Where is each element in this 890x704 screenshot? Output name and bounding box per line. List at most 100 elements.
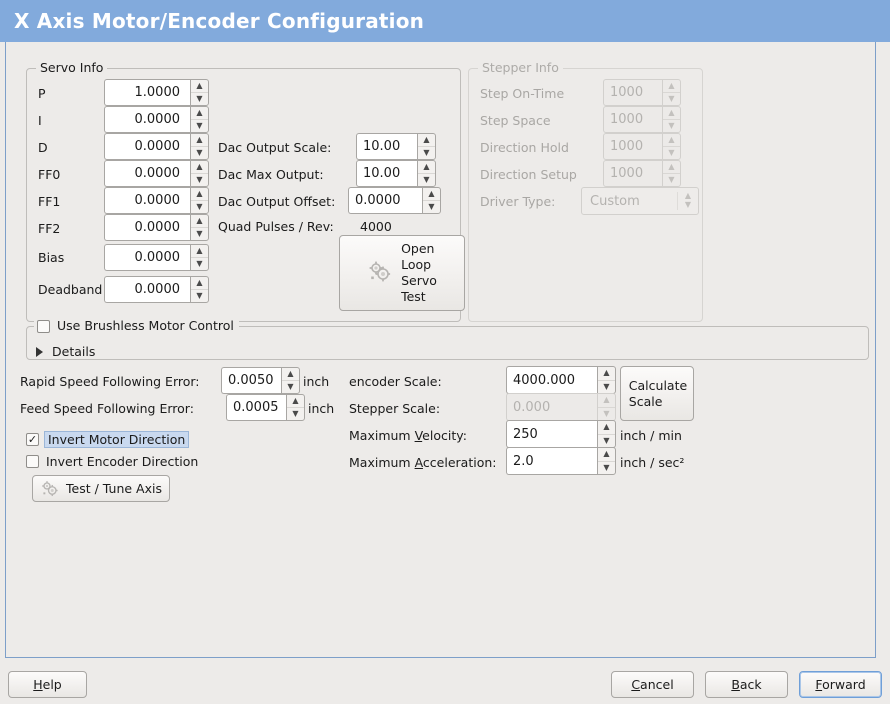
- servo-field-i-value[interactable]: 0.0000: [104, 106, 190, 133]
- spin-up-icon[interactable]: ▲: [191, 107, 208, 120]
- open-loop-servo-test-button[interactable]: Open Loop Servo Test: [339, 235, 465, 311]
- dac-max-output-field[interactable]: 10.00 ▲▼: [356, 160, 436, 187]
- forward-button[interactable]: Forward: [799, 671, 882, 698]
- spin-up-icon[interactable]: ▲: [598, 421, 615, 435]
- spin-down-icon[interactable]: ▼: [603, 462, 610, 472]
- spin-down-icon[interactable]: ▼: [196, 291, 203, 300]
- invert-motor-direction-checkbox[interactable]: ✓ Invert Motor Direction: [26, 431, 190, 448]
- spin-up-icon[interactable]: ▲: [191, 215, 208, 228]
- help-button[interactable]: Help: [8, 671, 87, 698]
- dac-output-offset-field[interactable]: 0.0000 ▲▼: [348, 187, 441, 214]
- checkbox-checked-icon[interactable]: ✓: [26, 433, 39, 446]
- test-tune-axis-button[interactable]: Test / Tune Axis: [32, 475, 170, 502]
- spin-down-icon[interactable]: ▼: [287, 382, 294, 391]
- spin-down-icon[interactable]: ▼: [603, 381, 610, 391]
- dac-output-scale-stepper[interactable]: ▲▼: [417, 133, 436, 160]
- dac-output-scale-value[interactable]: 10.00: [356, 133, 417, 160]
- spin-up-icon[interactable]: ▲: [191, 80, 208, 93]
- rapid-following-error-value[interactable]: 0.0050: [221, 367, 281, 394]
- encoder-scale-field[interactable]: 4000.000 ▲▼: [506, 366, 616, 394]
- servo-field-ff2-value[interactable]: 0.0000: [104, 214, 190, 241]
- servo-field-ff0[interactable]: 0.0000 ▲▼: [104, 160, 209, 187]
- rapid-following-error-stepper[interactable]: ▲▼: [281, 367, 300, 394]
- direction-setup-stepper: ▲▼: [662, 160, 681, 187]
- spin-down-icon[interactable]: ▼: [196, 121, 203, 130]
- servo-field-bias-value[interactable]: 0.0000: [104, 244, 190, 271]
- servo-field-ff1[interactable]: 0.0000 ▲▼: [104, 187, 209, 214]
- spin-up-icon[interactable]: ▲: [418, 161, 435, 174]
- max-velocity-value[interactable]: 250: [506, 420, 597, 448]
- dac-output-offset-stepper[interactable]: ▲▼: [422, 187, 441, 214]
- spin-down-icon[interactable]: ▼: [428, 202, 435, 211]
- servo-field-d-stepper[interactable]: ▲▼: [190, 133, 209, 160]
- spin-down-icon[interactable]: ▼: [196, 175, 203, 184]
- servo-field-p[interactable]: 1.0000 ▲▼: [104, 79, 209, 106]
- spin-up-icon[interactable]: ▲: [191, 277, 208, 290]
- spin-down-icon[interactable]: ▼: [196, 94, 203, 103]
- invert-encoder-direction-checkbox[interactable]: Invert Encoder Direction: [26, 454, 198, 469]
- feed-following-error-stepper[interactable]: ▲▼: [286, 394, 305, 421]
- servo-field-p-stepper[interactable]: ▲▼: [190, 79, 209, 106]
- spin-down-icon[interactable]: ▼: [292, 409, 299, 418]
- dac-output-scale-field[interactable]: 10.00 ▲▼: [356, 133, 436, 160]
- servo-field-d-value[interactable]: 0.0000: [104, 133, 190, 160]
- servo-field-d[interactable]: 0.0000 ▲▼: [104, 133, 209, 160]
- dac-output-offset-value[interactable]: 0.0000: [348, 187, 422, 214]
- max-acceleration-stepper[interactable]: ▲▼: [597, 447, 616, 475]
- checkbox-unchecked-icon[interactable]: [37, 319, 50, 333]
- max-velocity-stepper[interactable]: ▲▼: [597, 420, 616, 448]
- dac-max-output-value[interactable]: 10.00: [356, 160, 417, 187]
- spin-down-icon[interactable]: ▼: [423, 175, 430, 184]
- spin-down-icon[interactable]: ▼: [196, 202, 203, 211]
- feed-following-error-value[interactable]: 0.0005: [226, 394, 286, 421]
- spin-down-icon[interactable]: ▼: [196, 229, 203, 238]
- servo-field-deadband-stepper[interactable]: ▲▼: [190, 276, 209, 303]
- servo-field-ff2-stepper[interactable]: ▲▼: [190, 214, 209, 241]
- servo-field-ff1-stepper[interactable]: ▲▼: [190, 187, 209, 214]
- feed-following-error-field[interactable]: 0.0005 ▲▼: [226, 394, 305, 421]
- cancel-button[interactable]: Cancel: [611, 671, 694, 698]
- dac-max-output-stepper[interactable]: ▲▼: [417, 160, 436, 187]
- spin-down-icon[interactable]: ▼: [196, 259, 203, 268]
- rapid-following-error-field[interactable]: 0.0050 ▲▼: [221, 367, 300, 394]
- details-disclosure[interactable]: Details: [36, 344, 95, 359]
- forward-button-label: Forward: [815, 677, 866, 692]
- servo-field-bias[interactable]: 0.0000 ▲▼: [104, 244, 209, 271]
- max-acceleration-value[interactable]: 2.0: [506, 447, 597, 475]
- max-acceleration-field[interactable]: 2.0 ▲▼: [506, 447, 616, 475]
- servo-field-ff1-value[interactable]: 0.0000: [104, 187, 190, 214]
- spin-up-icon[interactable]: ▲: [191, 188, 208, 201]
- spin-down-icon[interactable]: ▼: [423, 148, 430, 157]
- servo-field-ff0-value[interactable]: 0.0000: [104, 160, 190, 187]
- spin-up-icon[interactable]: ▲: [423, 188, 440, 201]
- servo-field-ff2[interactable]: 0.0000 ▲▼: [104, 214, 209, 241]
- spin-up-icon[interactable]: ▲: [598, 367, 615, 381]
- encoder-scale-stepper[interactable]: ▲▼: [597, 366, 616, 394]
- spin-up-icon[interactable]: ▲: [191, 245, 208, 258]
- checkbox-unchecked-icon[interactable]: [26, 455, 39, 468]
- spin-up-icon[interactable]: ▲: [418, 134, 435, 147]
- servo-field-deadband-value[interactable]: 0.0000: [104, 276, 190, 303]
- spin-up-icon[interactable]: ▲: [282, 368, 299, 381]
- calculate-scale-button[interactable]: Calculate Scale: [620, 366, 694, 421]
- spin-up-icon[interactable]: ▲: [191, 134, 208, 147]
- chevron-right-icon[interactable]: [36, 346, 43, 357]
- servo-field-p-value[interactable]: 1.0000: [104, 79, 190, 106]
- step-on-time-label: Step On-Time: [480, 86, 565, 101]
- spin-up-icon[interactable]: ▲: [191, 161, 208, 174]
- servo-field-i-stepper[interactable]: ▲▼: [190, 106, 209, 133]
- servo-field-i[interactable]: 0.0000 ▲▼: [104, 106, 209, 133]
- servo-field-deadband[interactable]: 0.0000 ▲▼: [104, 276, 209, 303]
- use-brushless-checkbox[interactable]: Use Brushless Motor Control: [37, 318, 234, 334]
- spin-up-icon[interactable]: ▲: [287, 395, 304, 408]
- spin-down-icon[interactable]: ▼: [603, 435, 610, 445]
- servo-field-ff0-stepper[interactable]: ▲▼: [190, 160, 209, 187]
- back-button[interactable]: Back: [705, 671, 788, 698]
- servo-field-bias-stepper[interactable]: ▲▼: [190, 244, 209, 271]
- dac-max-output-label: Dac Max Output:: [218, 167, 324, 182]
- calculate-scale-label: Calculate Scale: [627, 378, 687, 410]
- spin-up-icon[interactable]: ▲: [598, 448, 615, 462]
- max-velocity-field[interactable]: 250 ▲▼: [506, 420, 616, 448]
- encoder-scale-value[interactable]: 4000.000: [506, 366, 597, 394]
- spin-down-icon[interactable]: ▼: [196, 148, 203, 157]
